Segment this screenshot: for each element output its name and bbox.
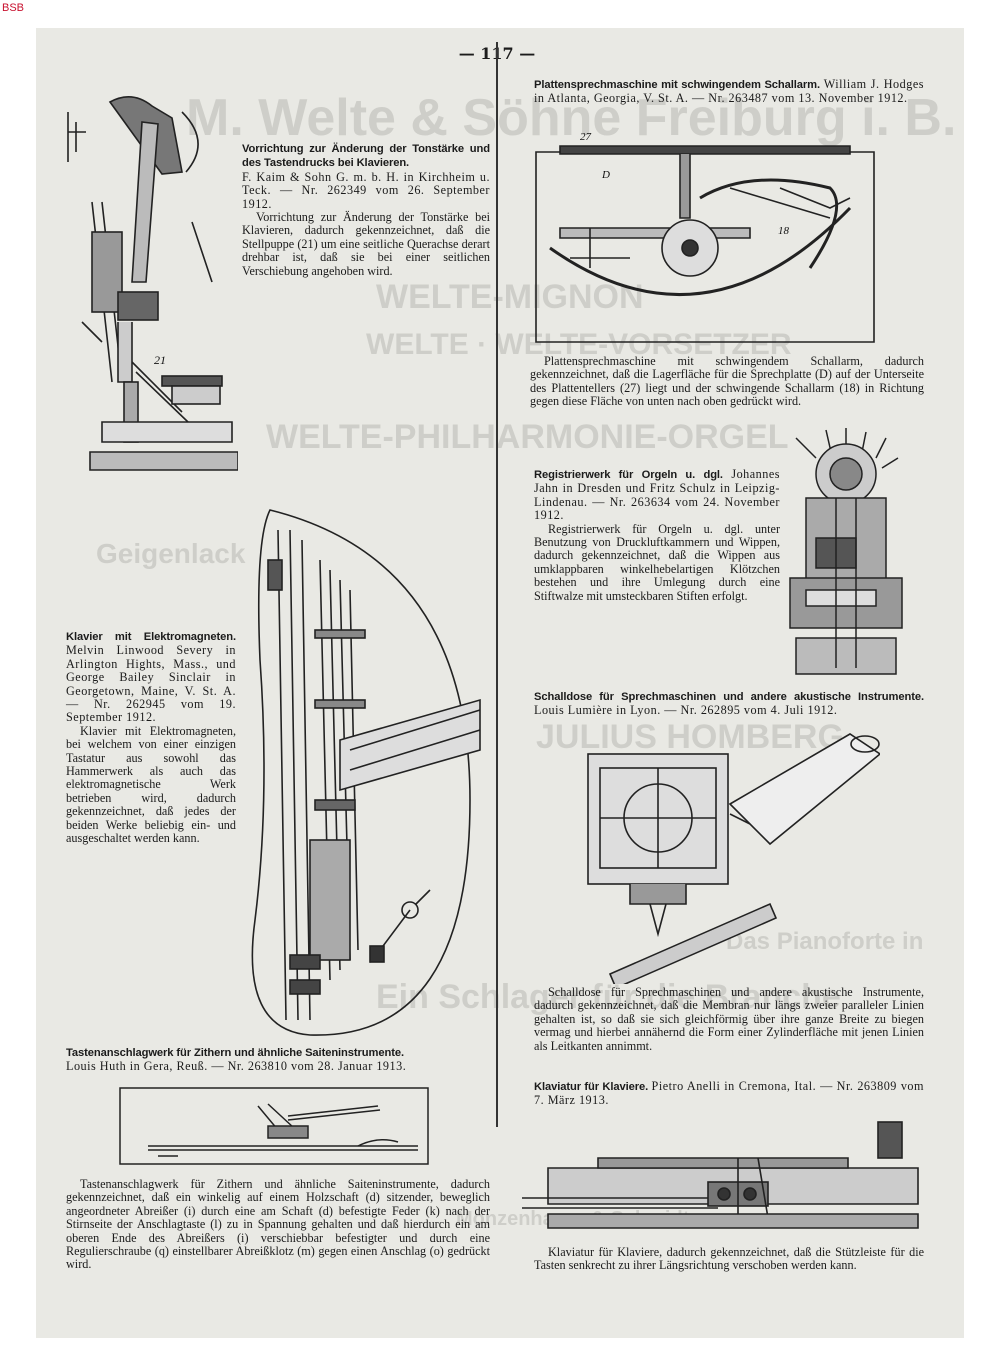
figure-organ-register [786,428,906,678]
ghost-line-mignon: WELTE-MIGNON [376,278,644,316]
article-body: Schalldose für Sprechmaschinen und ander… [534,985,924,1053]
article-zithern-body: Tastenanschlagwerk für Zithern und ähnli… [66,1177,490,1272]
figure-label-18: 18 [778,225,790,237]
article-elektromagneten: Klavier mit Elektromagneten. Melvin Linw… [66,630,236,846]
ghost-line-vorsetzer: WELTE · WELTE-VORSETZER [366,328,792,361]
article-title: Klaviatur für Klaviere. [534,1081,649,1093]
article-title: Schalldose für Sprechmaschinen und ander… [534,691,924,703]
ghost-line-homberg: JULIUS HOMBERG [536,718,844,756]
figure-label-21: 21 [154,353,166,367]
ghost-line-pianoforte: Das Pianoforte in [726,928,924,955]
article-klaviatur-body: Klaviatur für Klaviere, dadurch gekennze… [534,1245,924,1273]
article-meta: Louis Lumière in Lyon. — Nr. 262895 vom … [534,703,838,718]
article-title: Tastenanschlagwerk für Zithern und ähnli… [66,1047,404,1059]
article-meta: Louis Huth in Gera, Reuß. — Nr. 263810 v… [66,1059,407,1074]
figure-electromagnetic-piano [230,500,492,1045]
article-schalldose-body: Schalldose für Sprechmaschinen und ander… [534,985,924,1053]
figure-keyboard [518,1118,928,1238]
article-meta: Melvin Linwood Severy in Arlington Hight… [66,643,236,725]
ghost-line-orgel: WELTE-PHILHARMONIE-ORGEL [266,418,789,456]
article-zithern: Tastenanschlagwerk für Zithern und ähnli… [66,1046,490,1074]
figure-label-27: 27 [580,131,592,143]
article-schalldose: Schalldose für Sprechmaschinen und ander… [534,690,924,718]
article-registrierwerk: Registrierwerk für Orgeln u. dgl. Johann… [534,467,781,603]
article-body: Klaviatur für Klaviere, dadurch gekennze… [534,1245,924,1273]
article-body: Vorrichtung zur Änderung der Tonstärke b… [242,210,490,278]
ghost-line-welte: M. Welte & Söhne Freiburg i. B. [186,89,957,147]
article-meta: William J. Hodges in Atlanta, Georgia, V… [534,77,924,106]
article-meta: Johannes Jahn in Dresden und Fritz Schul… [534,467,781,523]
article-body: Registrierwerk für Orgeln u. dgl. unter … [534,521,780,603]
ghost-line-schlager: Ein Schlager für die Branche [376,978,841,1016]
article-body: Plattensprechmaschine mit schwingendem S… [530,354,924,409]
article-tonstaerke: Vorrichtung zur Änderung der Tonstärke u… [242,142,490,278]
article-plattensprechmaschine: Plattensprechmaschine mit schwingendem S… [534,77,924,106]
figure-piano-action: 21 [62,82,238,482]
article-body: Klavier mit Elektromagneten, bei welchem… [66,723,236,846]
article-title: Registrierwerk für Orgeln u. dgl. [534,469,723,481]
article-title: Plattensprechmaschine mit schwingendem S… [534,79,821,91]
library-watermark: BSB [2,2,25,14]
article-title: Vorrichtung zur Änderung der Tonstärke u… [242,143,490,170]
figure-zither-action [118,1086,430,1166]
article-klaviatur: Klaviatur für Klaviere. Pietro Anelli in… [534,1079,924,1108]
article-meta: F. Kaim & Sohn G. m. b. H. in Kirchheim … [242,169,490,211]
ghost-line-geigenlack: Geigenlack [96,538,246,569]
article-plattensprechmaschine-body: Plattensprechmaschine mit schwingendem S… [530,354,924,409]
article-meta: Pietro Anelli in Cremona, Ital. — Nr. 26… [534,1079,924,1108]
column-divider [496,42,498,1127]
figure-gramophone: 27 D 18 [530,128,880,348]
figure-sound-box [580,724,880,984]
article-body: Tastenanschlagwerk für Zithern und ähnli… [66,1177,490,1272]
article-title: Klavier mit Elektromagneten. [66,631,236,643]
figure-label-d: D [601,169,610,181]
